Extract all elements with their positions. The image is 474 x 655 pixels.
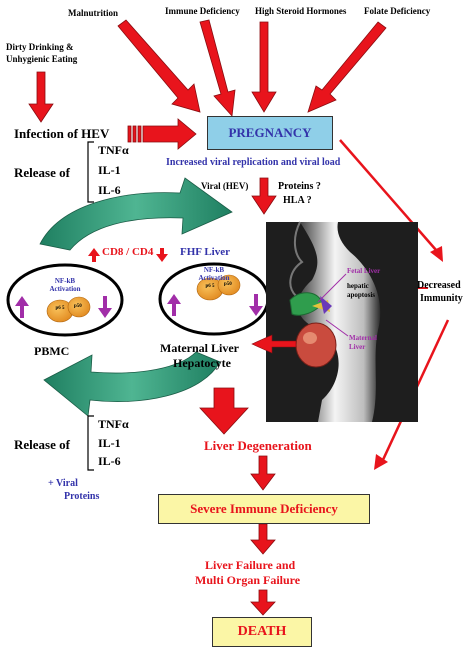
hep-p50-blob (217, 274, 241, 296)
fetal-liver-label: Fetal Liver (347, 267, 381, 275)
hepatic-label-line1: hepatic (347, 282, 369, 290)
fetus (295, 322, 337, 368)
hepatic-label-line2: apoptosis (347, 291, 376, 299)
release-top-bracket (87, 141, 94, 203)
hepatocyte-down-arrow (199, 387, 249, 435)
pbmc-activation-label: NF-kB Activation (49, 277, 81, 293)
release-bottom-bracket (87, 415, 94, 471)
death-box: DEATH (212, 617, 312, 647)
infection-label: Infection of HEV (14, 126, 110, 141)
folate-deficiency-label: Folate Deficiency (364, 6, 431, 16)
hep-up-arrow (167, 294, 181, 316)
proteins-label: Proteins ? (278, 181, 321, 192)
decreased-immunity-line1: Decreased (417, 280, 461, 291)
maternal-liver-pointer (325, 319, 349, 337)
maternal-liver-label-line1: Maternal Liver (160, 341, 239, 355)
liver-failure-line1: Liver Failure and (205, 558, 296, 572)
release-top-item-il1: IL-1 (98, 163, 121, 177)
high-steroid-arrow (251, 21, 277, 113)
cd-up-arrow (88, 248, 100, 262)
pbmc-up-arrow (15, 296, 29, 318)
hep-p50-label: p50 (224, 282, 232, 287)
pregnancy-label: PREGNANCY (228, 125, 312, 140)
pbmc-p50-label: p50 (74, 304, 82, 309)
severe-immune-box: Severe Immune Deficiency (158, 494, 370, 524)
dirty-drinking-label-line2: Unhygienic Eating (6, 54, 78, 64)
dirty-drinking-arrow (28, 71, 54, 123)
hla-label: HLA ? (283, 195, 312, 206)
high-steroid-label: High Steroid Hormones (255, 6, 347, 16)
viral-proteins-line2: Proteins (64, 491, 100, 502)
decreased-immunity-line2: Immunity (420, 293, 463, 304)
image-to-hepatocyte-arrow (251, 334, 297, 354)
pregnancy-down-arrow (251, 177, 277, 215)
hepatocyte-activation-label: NF-kB Activation (198, 266, 230, 282)
folate-deficiency-arrow (307, 21, 387, 113)
immune-deficiency-label: Immune Deficiency (165, 6, 240, 16)
teal-upper-arrow (39, 177, 233, 251)
flow-down-arrows (250, 455, 276, 616)
viral-hev-label: Viral (HEV) (201, 181, 249, 191)
pbmc-cell-outline (6, 263, 124, 337)
pbmc-label: PBMC (34, 344, 70, 358)
hep-down-arrow (249, 294, 263, 316)
infection-arrow (127, 118, 197, 150)
release-bottom-label: Release of (14, 437, 70, 452)
release-top-item-tnf: TNFα (98, 143, 129, 157)
hep-p65-label: p6 5 (205, 284, 215, 289)
cd-down-arrow (156, 248, 168, 262)
fhf-liver-label: FHF Liver (180, 246, 230, 258)
death-label: DEATH (237, 624, 287, 639)
fetal-liver-pointer (317, 273, 347, 303)
increased-replication-label: Increased viral replication and viral lo… (166, 157, 341, 168)
maternal-liver-image-label-line2: Liver (349, 343, 366, 351)
cd-label: CD8 / CD4 (102, 246, 154, 258)
release-bottom-item-il6: IL-6 (98, 454, 121, 468)
dirty-drinking-label-line1: Dirty Drinking & (6, 42, 74, 52)
release-top-item-il6: IL-6 (98, 183, 121, 197)
malnutrition-label: Malnutrition (68, 8, 119, 18)
maternal-liver-label-line2: Hepatocyte (173, 356, 231, 370)
release-bottom-item-tnf: TNFα (98, 417, 129, 431)
activation-arrows (15, 294, 263, 318)
malnutrition-arrow (117, 19, 201, 113)
pbmc-p50-blob (67, 296, 91, 318)
teal-lower-arrow (43, 351, 221, 417)
severe-immune-label: Severe Immune Deficiency (190, 501, 338, 516)
viral-proteins-line1: + Viral (48, 478, 78, 489)
cause-arrows (28, 19, 387, 123)
liver-failure-line2: Multi Organ Failure (195, 573, 301, 587)
liver-degeneration-label: Liver Degeneration (204, 438, 312, 453)
decreased-immunity-line (339, 139, 443, 262)
immune-deficiency-arrow (199, 19, 236, 117)
pregnancy-box: PREGNANCY (207, 116, 333, 150)
pbmc-p65-label: p6 5 (55, 306, 65, 311)
failure-down-arrow (250, 589, 276, 616)
severe-down-arrow (250, 523, 276, 555)
release-top-label: Release of (14, 165, 70, 180)
maternal-liver-image-label-line1: Maternal (349, 334, 377, 342)
pbmc-down-arrow (98, 296, 112, 318)
pregnant-body-illustration (266, 221, 418, 422)
degeneration-down-arrow (250, 455, 276, 491)
release-bottom-item-il1: IL-1 (98, 436, 121, 450)
